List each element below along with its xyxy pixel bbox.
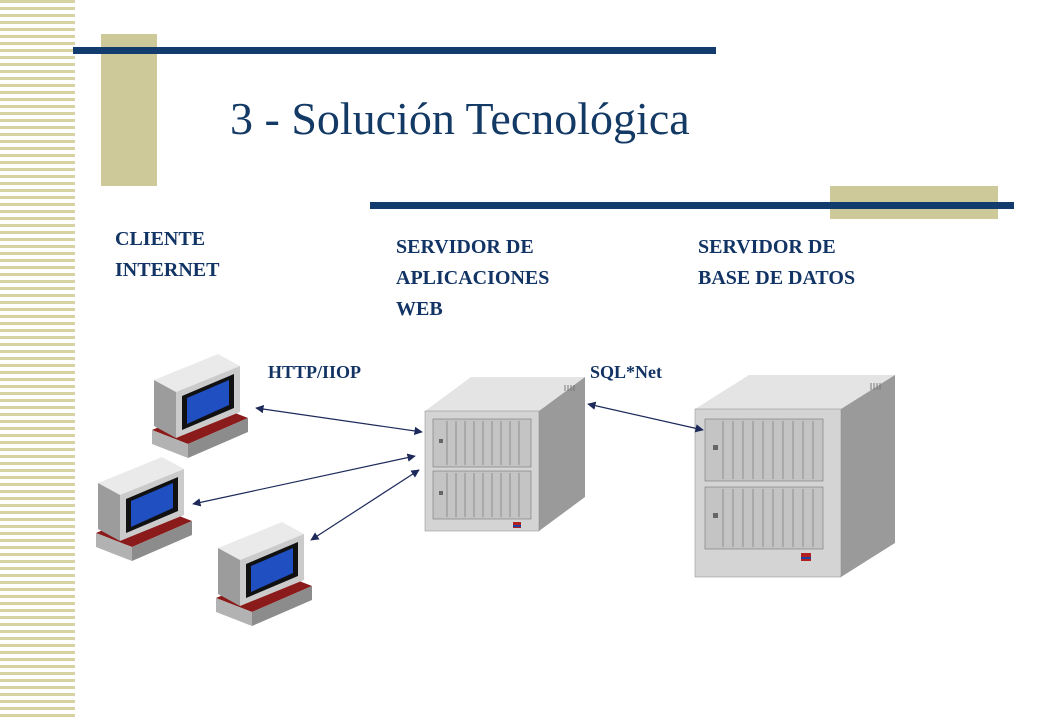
label-http-iiop: HTTP/IIOP bbox=[268, 362, 362, 382]
connection-arrow bbox=[310, 469, 420, 541]
decorative-stripes bbox=[0, 0, 75, 720]
label-app-server: SERVIDOR DE APLICACIONES WEB bbox=[396, 236, 550, 320]
label-sqlnet: SQL*Net bbox=[590, 362, 662, 382]
label-client: CLIENTE INTERNET bbox=[115, 228, 220, 281]
client-computer-icon bbox=[216, 522, 312, 626]
accent-block-top bbox=[101, 34, 157, 186]
db-server-icon bbox=[694, 374, 896, 578]
app-server-icon bbox=[424, 376, 586, 532]
page-title: 3 - Solución Tecnológica bbox=[230, 93, 690, 144]
client-computer-icon bbox=[152, 354, 248, 458]
client-computer-icon bbox=[96, 457, 192, 561]
connection-arrow bbox=[587, 401, 704, 433]
title-rule-bottom bbox=[370, 202, 1014, 209]
connection-arrow bbox=[192, 453, 416, 507]
title-rule-top bbox=[73, 47, 716, 54]
label-db-server: SERVIDOR DE BASE DE DATOS bbox=[698, 236, 856, 289]
connection-arrow bbox=[255, 404, 423, 436]
